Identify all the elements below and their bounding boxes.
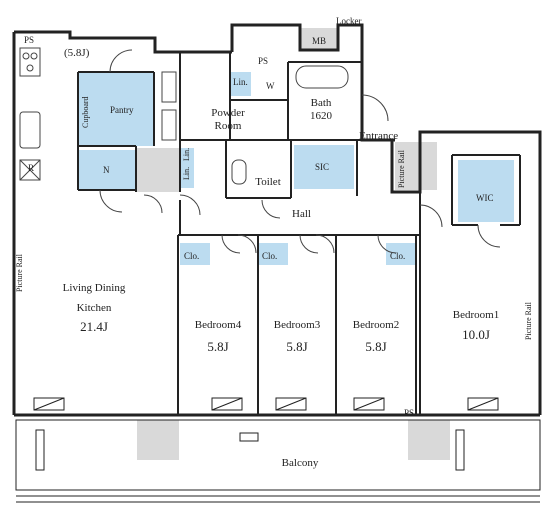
door-swings [99, 49, 501, 254]
pantry-fill [78, 72, 154, 146]
exterior-walls [12, 23, 542, 417]
bedroom3-label: Bedroom3 [273, 319, 321, 331]
ac-units [33, 397, 499, 411]
bedroom2-label: Bedroom2 [352, 319, 400, 331]
bath-label: Bath [310, 97, 332, 109]
bathtub [295, 65, 349, 89]
lin-closet-fill [180, 148, 194, 188]
outdoor-unit-1 [137, 420, 179, 460]
vanity-2 [161, 109, 177, 141]
interior-walls [77, 52, 521, 415]
stove [19, 47, 41, 77]
entrance-storage [395, 142, 437, 190]
picture-rail-right: Picture Rail [524, 302, 533, 340]
fridge-space [137, 148, 179, 192]
entrance-label: Entrance [359, 130, 399, 142]
bedroom4-label: Bedroom4 [194, 319, 242, 331]
sink [19, 111, 41, 149]
n-fill [78, 150, 136, 190]
hall-label: Hall [292, 208, 311, 220]
wic-fill [458, 160, 514, 222]
bath-size-label: 1620 [310, 110, 332, 122]
lin-label-2: Lin. [182, 166, 191, 180]
ps-label-1: PS [24, 35, 35, 45]
lin-label-3: Lin. [182, 147, 191, 161]
outdoor-unit-2 [408, 420, 450, 460]
ldk-label-2: Kitchen [76, 302, 112, 314]
clo1-fill [180, 243, 210, 265]
pantry-label: Pantry [110, 105, 134, 115]
wic-label: WIC [476, 193, 494, 203]
bedroom4-size: 5.8J [207, 339, 229, 354]
sic-fill [294, 145, 354, 189]
kitchen-size-label: (5.8J) [64, 47, 90, 59]
bedroom1-label: Bedroom1 [452, 309, 500, 321]
ps-label-2: PS [258, 56, 269, 66]
ldk-label-1: Living Dining [62, 282, 126, 294]
ps-label-3: PS [404, 408, 415, 418]
mb-fill [300, 28, 338, 50]
washer-label: W [266, 81, 275, 91]
picture-rail-entrance: Picture Rail [397, 150, 406, 188]
locker-label: Locker [336, 16, 362, 26]
n-label: N [103, 165, 110, 175]
cupboard-label: Cupboard [81, 96, 90, 128]
balcony-outline [15, 419, 541, 503]
ldk-size-label: 21.4J [80, 319, 108, 334]
toilet-label: Toilet [255, 176, 281, 188]
fridge-r [19, 159, 41, 181]
bedroom3-size: 5.8J [286, 339, 308, 354]
r-label: R [28, 163, 35, 173]
powder-room-label-1: Powder [211, 107, 245, 119]
mb-label: MB [312, 36, 327, 46]
closet-label-2: Clo. [262, 251, 278, 261]
bedroom2-size: 5.8J [365, 339, 387, 354]
drain [239, 432, 259, 442]
picture-rail-left: Picture Rail [15, 254, 24, 292]
closet-label-1: Clo. [184, 251, 200, 261]
closet-label-3: Clo. [390, 251, 406, 261]
toilet-bowl [231, 159, 247, 185]
bedroom1-size: 10.0J [462, 327, 490, 342]
fixtures [19, 47, 349, 185]
sic-label: SIC [315, 162, 330, 172]
clo3-fill [386, 243, 416, 265]
lin1-fill [231, 72, 251, 96]
vanity [161, 71, 177, 103]
clo2-fill [258, 243, 288, 265]
balcony-label: Balcony [281, 457, 319, 469]
powder-room-label-2: Room [214, 120, 242, 132]
lin-label-1: Lin. [233, 77, 248, 87]
